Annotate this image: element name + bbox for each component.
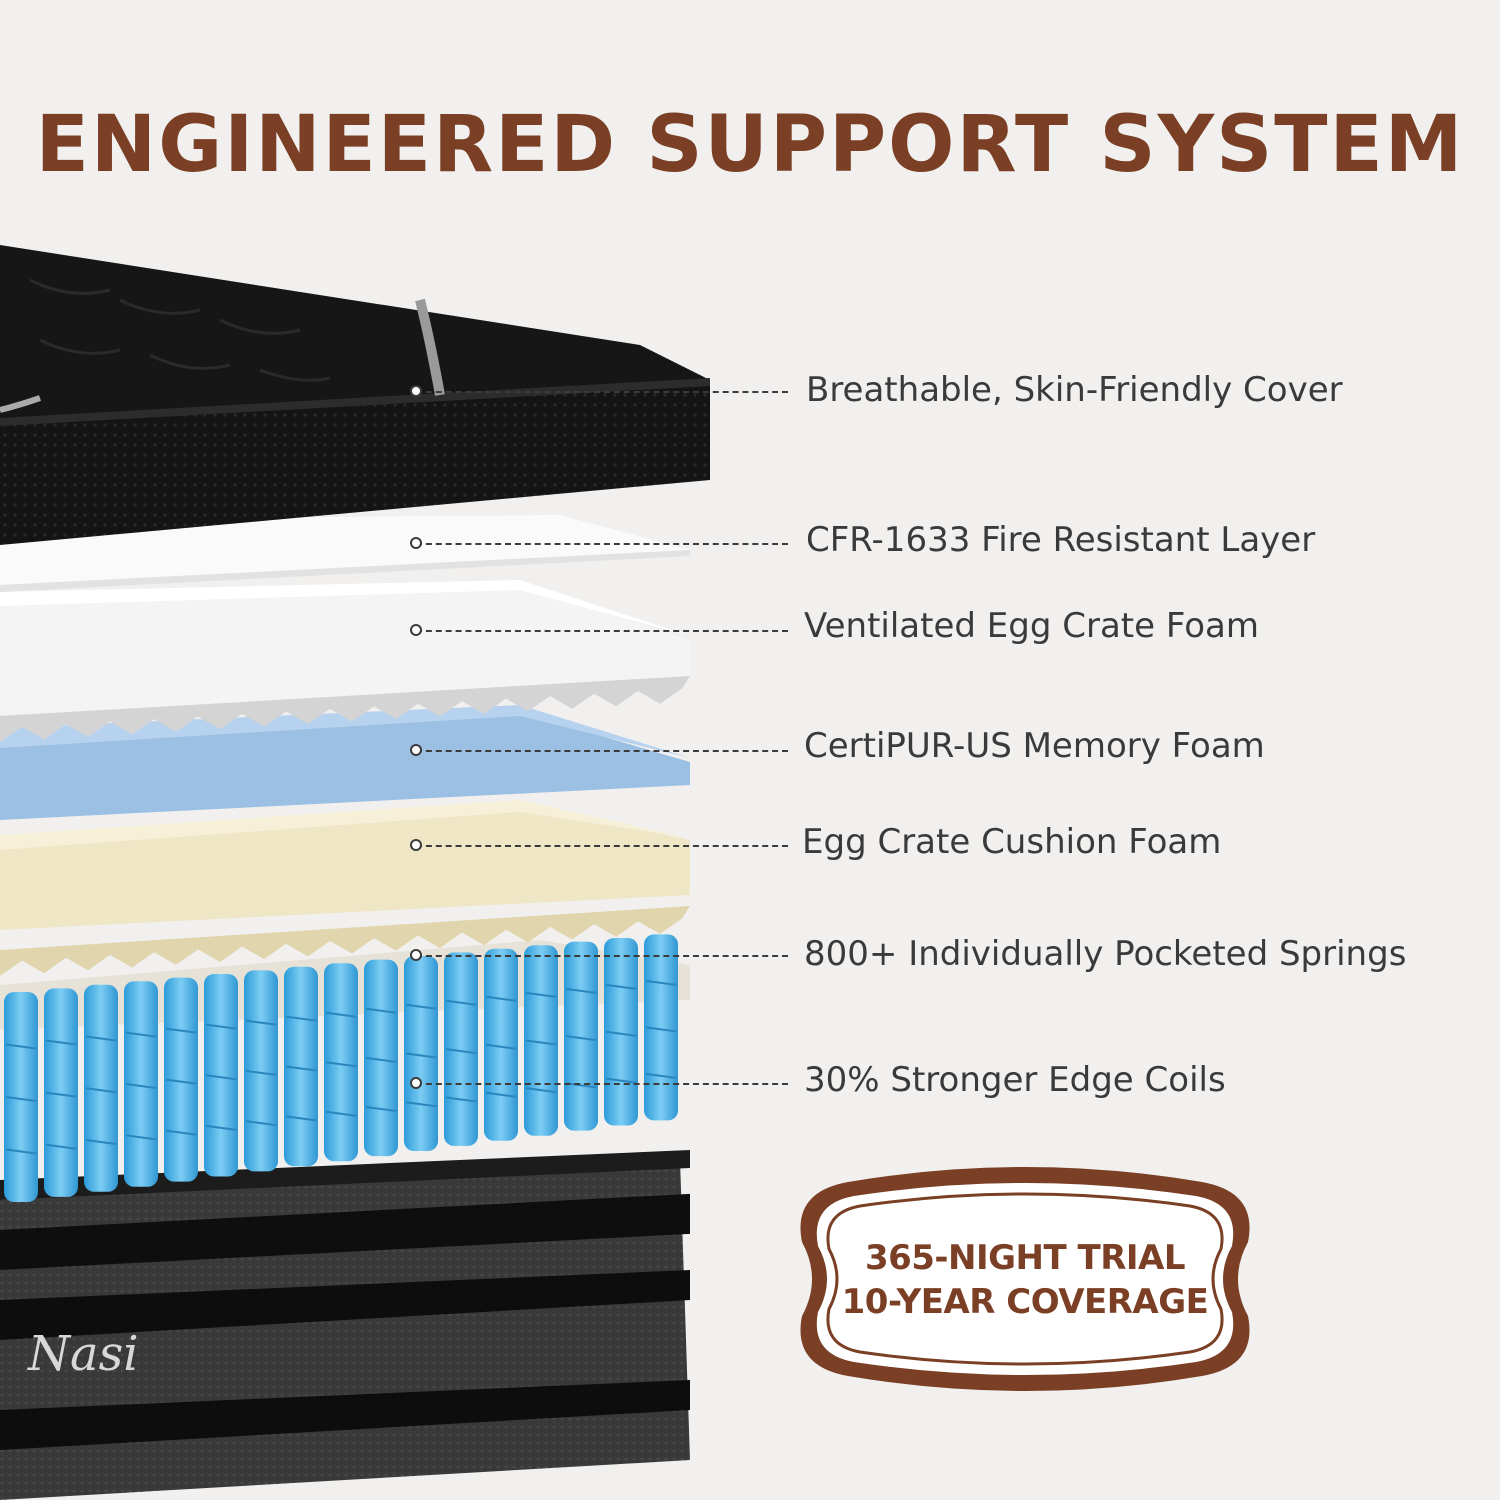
spring-band <box>85 1139 117 1146</box>
spring-band <box>605 983 637 990</box>
spring-band <box>445 999 477 1006</box>
spring-band <box>285 1065 317 1072</box>
egg-crate-foam-layer <box>0 580 690 742</box>
spring-band <box>205 1023 237 1030</box>
spring-band <box>125 1134 157 1141</box>
spring-band <box>365 1056 397 1063</box>
spring-band <box>405 1003 437 1010</box>
spring-band <box>405 1101 437 1108</box>
spring-band <box>85 1087 117 1094</box>
label-memory-foam: CertiPUR-US Memory Foam <box>804 726 1265 766</box>
callout-dot <box>410 1077 422 1089</box>
spring-band <box>565 987 597 994</box>
spring-band <box>125 1082 157 1089</box>
spring-band <box>525 1039 557 1046</box>
spring-band <box>85 1035 117 1042</box>
spring-band <box>45 1091 77 1098</box>
mattress-base <box>0 1150 690 1500</box>
callout-dot <box>410 839 422 851</box>
spring-band <box>605 1077 637 1084</box>
callout-dot <box>410 385 422 397</box>
brand-logo: Nasi <box>28 1326 139 1382</box>
spring-band <box>205 1074 237 1081</box>
spring-band <box>365 1007 397 1014</box>
spring-band <box>125 1031 157 1038</box>
spring-band <box>605 1030 637 1037</box>
label-edge-coils: 30% Stronger Edge Coils <box>804 1060 1226 1100</box>
page-title: ENGINEERED SUPPORT SYSTEM <box>35 100 1465 190</box>
spring-band <box>565 1035 597 1042</box>
spring-band <box>365 1105 397 1112</box>
spring-band <box>45 1143 77 1150</box>
spring-band <box>245 1019 277 1026</box>
callout-dot <box>410 624 422 636</box>
spring-band <box>245 1120 277 1127</box>
spring-band <box>525 1087 557 1094</box>
spring-band <box>485 995 517 1002</box>
trial-badge <box>800 1167 1250 1391</box>
label-pocketed-springs: 800+ Individually Pocketed Springs <box>804 934 1407 974</box>
spring-band <box>5 1148 37 1155</box>
spring-band <box>5 1043 37 1050</box>
spring-band <box>445 1048 477 1055</box>
spring-band <box>525 991 557 998</box>
label-cushion-foam: Egg Crate Cushion Foam <box>802 822 1222 862</box>
label-egg-crate-foam: Ventilated Egg Crate Foam <box>804 606 1259 646</box>
spring-band <box>165 1129 197 1136</box>
spring-band <box>5 1096 37 1102</box>
spring-band <box>325 1110 357 1117</box>
spring-band <box>645 979 677 986</box>
spring-band <box>285 1115 317 1122</box>
spring-band <box>485 1043 517 1050</box>
spring-band <box>45 1039 77 1046</box>
spring-band <box>165 1027 197 1034</box>
label-cover: Breathable, Skin-Friendly Cover <box>806 370 1343 410</box>
spring-band <box>325 1011 357 1018</box>
badge-line-trial: 365-NIGHT TRIAL <box>864 1238 1186 1278</box>
spring-band <box>445 1096 477 1103</box>
cushion-foam-layer <box>0 800 690 976</box>
spring-band <box>485 1091 517 1098</box>
spring-band <box>285 1015 317 1022</box>
spring-band <box>165 1078 197 1085</box>
spring-band <box>325 1061 357 1068</box>
callout-dot <box>410 949 422 961</box>
mattress-cover <box>0 245 710 545</box>
spring-band <box>645 1072 677 1079</box>
fire-resistant-layer <box>0 515 690 592</box>
spring-band <box>205 1124 237 1131</box>
spring-band <box>405 1052 437 1059</box>
badge-line-coverage: 10-YEAR COVERAGE <box>841 1282 1209 1322</box>
spring-band <box>245 1069 277 1076</box>
spring-band <box>645 1026 677 1033</box>
label-fire-layer: CFR-1633 Fire Resistant Layer <box>806 520 1316 560</box>
callout-dot <box>410 537 422 549</box>
callout-dot <box>410 744 422 756</box>
